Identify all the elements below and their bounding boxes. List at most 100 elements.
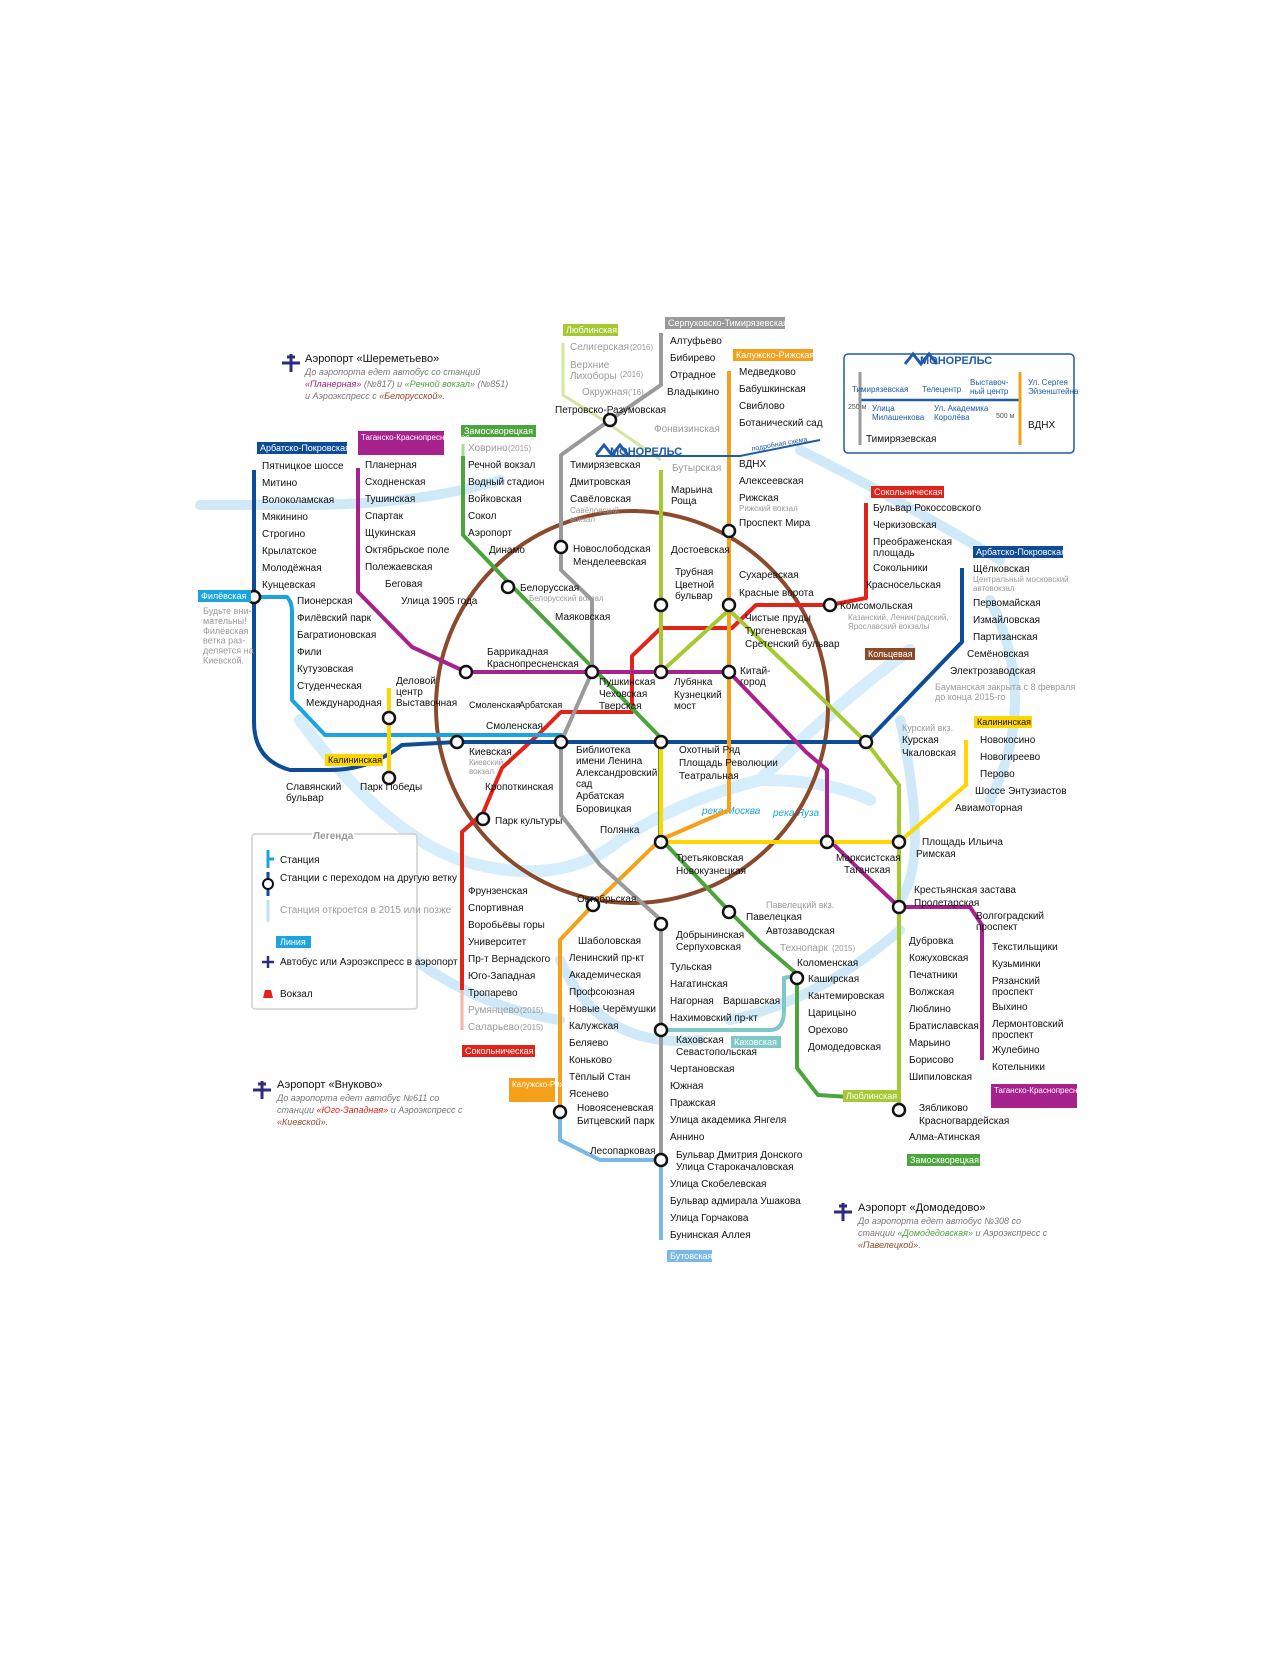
station: Рижская xyxy=(739,493,779,504)
station: Кропоткинская xyxy=(485,782,553,793)
badge-arbatsk-right: Арбатско-Покровская xyxy=(976,547,1066,557)
station: Планерная xyxy=(365,460,417,471)
station: Бульвар Дмитрия Донского xyxy=(676,1150,803,1161)
station: Свиблово xyxy=(739,400,785,412)
station: ВДНХ xyxy=(739,459,766,470)
monorail-station: Телецентр xyxy=(922,385,962,394)
station: Текстильщики xyxy=(992,942,1058,953)
station: Волоколамская xyxy=(262,495,334,506)
station: Спартак xyxy=(365,511,404,522)
plane-icon xyxy=(253,1081,271,1099)
station: Домодедовская xyxy=(808,1042,881,1053)
badge-kaluzh-bottom: Калужско-Рижская xyxy=(512,1080,582,1089)
monorail-timir: Тимирязевская xyxy=(866,434,936,445)
station: Бунинская Аллея xyxy=(670,1230,751,1241)
station: Комсомольская xyxy=(840,601,913,612)
station: Семёновская xyxy=(967,649,1029,660)
station: Сухаревская xyxy=(739,570,799,581)
station: Выставочная xyxy=(396,698,457,709)
station: Битцевский парк xyxy=(577,1116,655,1127)
kaluzhsko-rizhskaya-line xyxy=(558,371,731,1112)
station: Братиславская xyxy=(909,1021,979,1032)
station: Электрозаводская xyxy=(950,666,1035,677)
station: Китай-город xyxy=(740,666,770,688)
badge-butov: Бутовская xyxy=(670,1251,713,1261)
monorail-inset-logo-icon xyxy=(903,351,939,367)
station: Шаболовская xyxy=(578,935,641,947)
station: Тверская xyxy=(599,701,642,712)
station: Коньково xyxy=(569,1055,612,1066)
station: Алексеевская xyxy=(739,476,803,487)
airport-note: «Павелецкой». xyxy=(858,1240,921,1250)
station: Тропарево xyxy=(468,988,518,999)
badge-serp-top: Серпуховско-Тимирязевская xyxy=(668,318,788,328)
station: Партизанская xyxy=(973,632,1038,643)
kakhovskaya-line xyxy=(661,973,798,1032)
station: Октябрьская xyxy=(577,893,636,905)
station-future-year: (2015) xyxy=(520,1006,543,1015)
station: Динамо xyxy=(489,545,525,556)
legend-bus: Автобус или Аэроэкспресс в аэропорт xyxy=(280,956,458,968)
lyublinskaya-future-line xyxy=(561,343,662,462)
station: Трубная xyxy=(675,566,713,578)
station: Менделеевская xyxy=(573,557,646,568)
station: Октябрьское поле xyxy=(365,544,450,556)
station: Севастопольская xyxy=(676,1047,757,1058)
station: Охотный Ряд xyxy=(679,745,740,756)
station: Тушинская xyxy=(365,494,415,505)
station-future: Селигерская xyxy=(570,342,629,353)
airport-sheremetyevo: Аэропорт «Шереметьево» До аэропорта едет… xyxy=(282,353,508,401)
station: Волжская xyxy=(909,987,954,998)
station: Крестьянская застава xyxy=(914,885,1016,896)
badge-lyublin-bottom: Люблинская xyxy=(846,1091,897,1101)
station: Калужская xyxy=(569,1021,619,1032)
plane-icon xyxy=(834,1203,852,1221)
monorail-station: Выставоч-ный центр xyxy=(970,378,1009,396)
station: Кутузовская xyxy=(297,664,353,675)
station: Марксистская xyxy=(836,853,901,864)
sokolnicheskaya-line xyxy=(460,503,868,990)
airport-note: До аэропорта едет автобус №611 со xyxy=(276,1093,439,1103)
station: Площадь Революции xyxy=(679,758,778,769)
station: Южная xyxy=(670,1081,703,1092)
station: Зябликово xyxy=(919,1102,968,1114)
legend-transfer: Станции с переходом на другую ветку xyxy=(280,873,457,884)
station: Улица Горчакова xyxy=(670,1213,749,1224)
station: Студенческая xyxy=(297,681,362,692)
station: Беляево xyxy=(569,1038,609,1049)
station: Тульская xyxy=(670,962,712,973)
station-future-year: (2016) xyxy=(620,370,643,379)
station: Павелецкая xyxy=(746,912,802,923)
station: Парк культуры xyxy=(495,816,562,827)
station: Сокол xyxy=(468,511,497,522)
station: Новые Черёмушки xyxy=(569,1004,656,1015)
legend-title: Легенда xyxy=(313,831,354,842)
airport-note: станции «Домодедовская» и Аэроэкспресс с xyxy=(858,1228,1048,1238)
interchange-stations xyxy=(246,412,907,1168)
station: Красные ворота xyxy=(739,588,814,599)
station: Дубровка xyxy=(909,935,954,947)
station-future-year: (2015) xyxy=(520,1023,543,1032)
station: Улица академика Янгеля xyxy=(670,1115,786,1126)
station: Марьино xyxy=(909,1038,951,1049)
legend-line: Линия xyxy=(280,937,306,947)
station: Измайловская xyxy=(973,615,1040,626)
station: Ленинский пр-кт xyxy=(569,953,645,964)
badge-zamosk-top: Замоскворецкая xyxy=(464,426,533,436)
station: Сретенский бульвар xyxy=(745,638,840,650)
station: Новослободская xyxy=(573,543,651,555)
station: Чкаловская xyxy=(902,748,956,759)
legend-future: Станция откроется в 2015 или позже xyxy=(280,905,452,916)
station: Кожуховская xyxy=(909,953,968,964)
monorail-line xyxy=(596,439,821,457)
station: Коломенская xyxy=(797,958,858,969)
